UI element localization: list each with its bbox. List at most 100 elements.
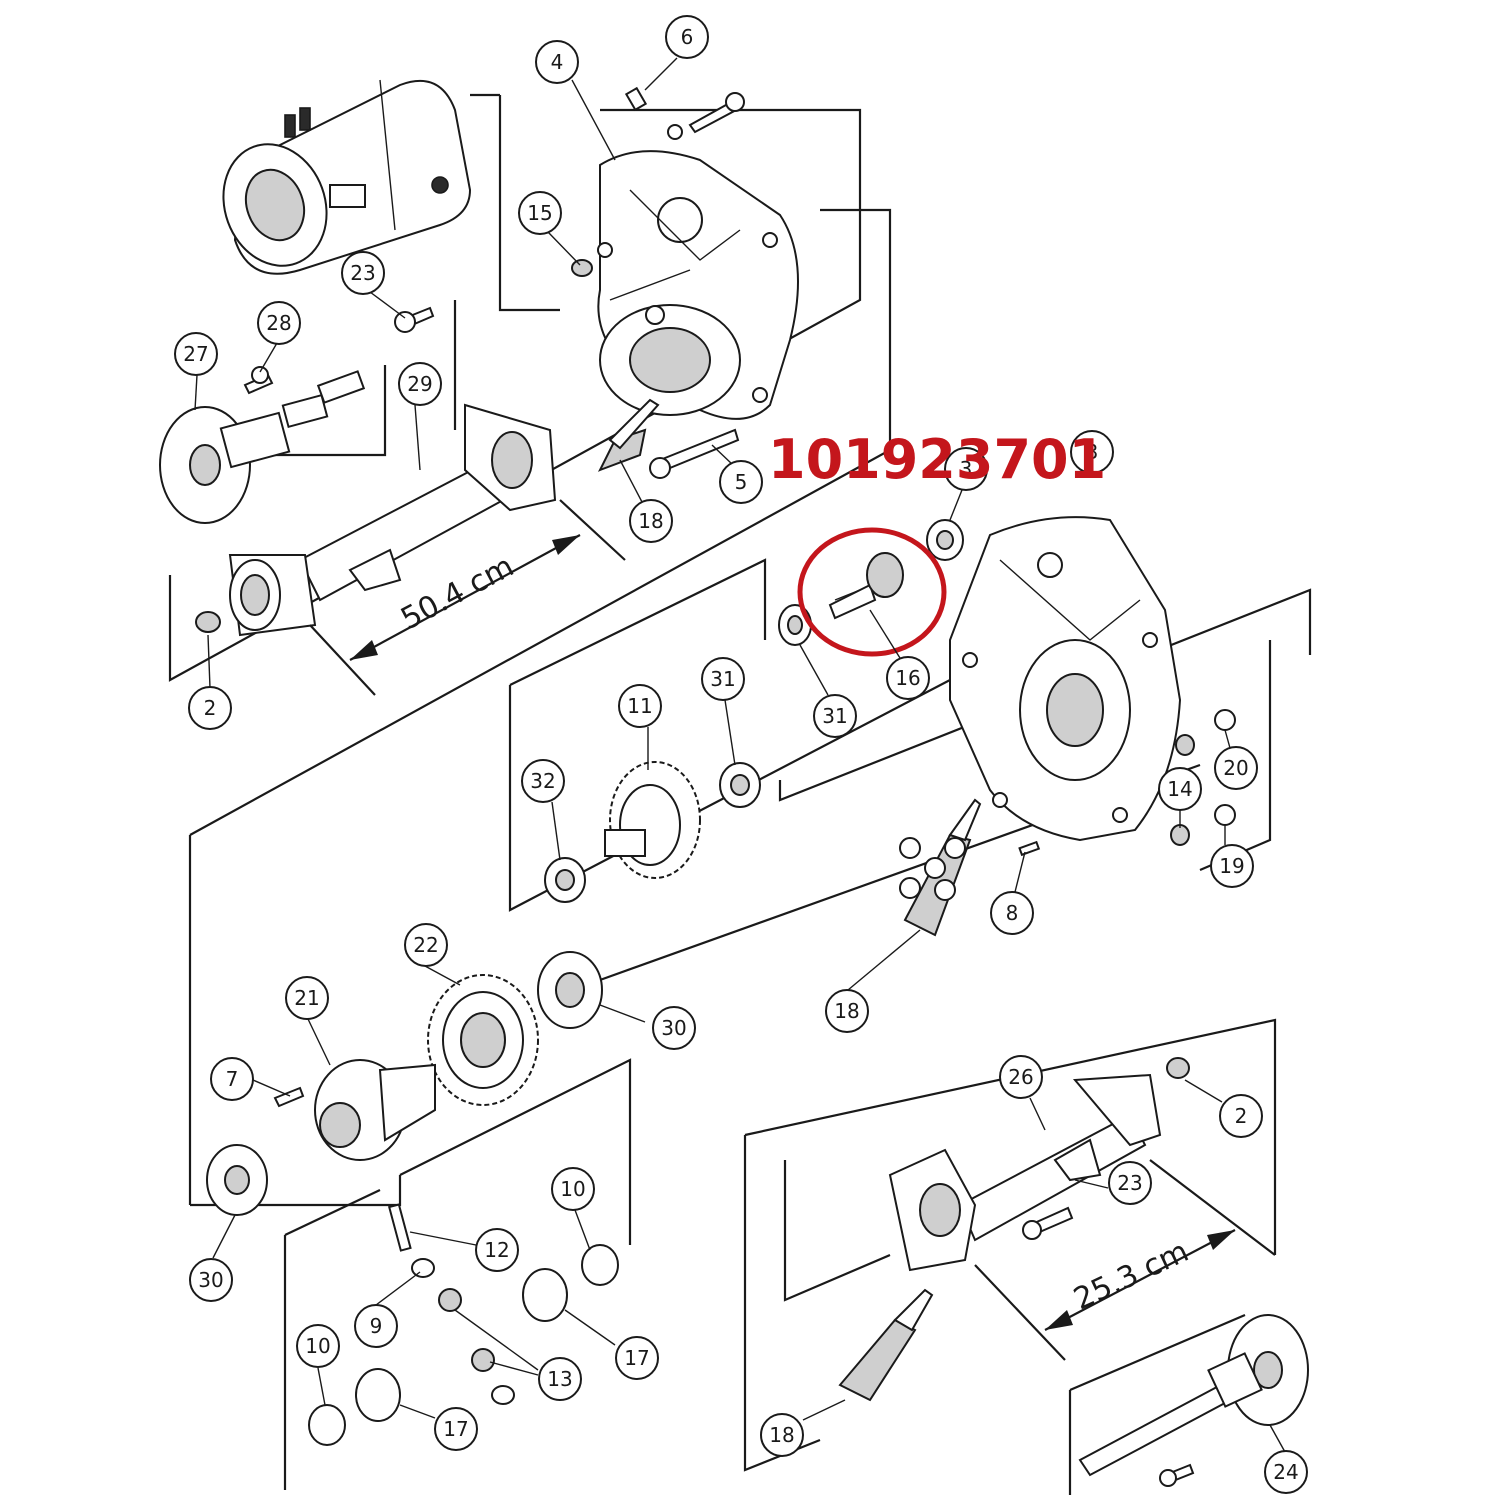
callout-5: 5 [719,460,763,504]
callout-12: 12 [475,1228,519,1272]
dimension-label-upper: 50.4 cm [395,549,519,637]
svg-text:6: 6 [681,25,694,49]
callout-18a: 18 [629,499,673,543]
svg-text:8: 8 [1006,901,1019,925]
svg-text:17: 17 [624,1346,649,1370]
svg-text:5: 5 [735,470,748,494]
sealant-tube-18b [899,798,982,937]
callout-8: 8 [990,891,1034,935]
callout-21: 21 [285,976,329,1020]
callout-32: 32 [521,759,565,803]
callout-17b: 17 [434,1407,478,1451]
spider-gears [308,1203,619,1446]
callout-7: 7 [210,1057,254,1101]
callout-19: 19 [1210,844,1254,888]
callout-15: 15 [518,191,562,235]
hub-27-shaft [159,366,366,524]
callout-18b: 18 [825,989,869,1033]
svg-text:19: 19 [1219,854,1244,878]
callout-24: 24 [1264,1450,1308,1494]
svg-text:22: 22 [413,933,438,957]
callout-22: 22 [404,923,448,967]
svg-text:14: 14 [1167,777,1192,801]
axle-tube-lower [888,1057,1190,1272]
svg-text:29: 29 [407,372,432,396]
callout-6: 6 [665,15,709,59]
svg-text:32: 32 [530,769,555,793]
dimension-label-lower: 25.3 cm [1069,1234,1194,1317]
callout-31a: 31 [813,694,857,738]
gear-11-assembly [544,761,761,903]
leader-lines [194,57,1286,1453]
callout-26: 26 [999,1055,1043,1099]
callout-4: 4 [535,40,579,84]
hub-24-shaft [1078,1314,1309,1487]
callout-2a: 2 [188,686,232,730]
callout-14: 14 [1158,767,1202,811]
svg-text:18: 18 [834,999,859,1023]
svg-text:26: 26 [1008,1065,1033,1089]
svg-text:20: 20 [1223,756,1248,780]
svg-text:2: 2 [204,696,217,720]
svg-text:18: 18 [638,509,663,533]
svg-text:12: 12 [484,1238,509,1262]
svg-text:17: 17 [443,1417,468,1441]
callout-17a: 17 [615,1336,659,1380]
electric-motor [222,79,472,275]
svg-text:27: 27 [183,342,208,366]
callout-3b: 3 [1070,430,1114,474]
callout-28: 28 [257,301,301,345]
svg-text:11: 11 [627,694,652,718]
svg-text:10: 10 [305,1334,330,1358]
svg-text:21: 21 [294,986,319,1010]
svg-text:16: 16 [895,666,920,690]
bolt-5-sealant-18 [597,398,740,479]
svg-text:3: 3 [1086,440,1099,464]
pinion-gear-16 [828,552,904,620]
svg-text:24: 24 [1273,1460,1298,1484]
sealant-tube-18c [838,1288,934,1402]
callout-2b: 2 [1219,1094,1263,1138]
callout-3: 3 [944,447,988,491]
svg-text:18: 18 [769,1423,794,1447]
small-fasteners-top [394,86,745,333]
svg-text:13: 13 [547,1367,572,1391]
svg-text:30: 30 [198,1268,223,1292]
highlight-circle [797,527,947,657]
svg-text:31: 31 [822,704,847,728]
callout-13: 13 [538,1357,582,1401]
svg-text:9: 9 [370,1314,383,1338]
callout-23a: 23 [341,251,385,295]
callout-10a: 10 [551,1167,595,1211]
svg-text:23: 23 [350,261,375,285]
svg-text:15: 15 [527,201,552,225]
svg-text:4: 4 [551,50,564,74]
callout-16: 16 [886,656,930,700]
fasteners-right [1018,709,1236,857]
svg-text:30: 30 [661,1016,686,1040]
svg-text:10: 10 [560,1177,585,1201]
callout-29: 29 [398,362,442,406]
callout-20: 20 [1214,746,1258,790]
gear-case-right [949,516,1182,842]
callout-9: 9 [354,1304,398,1348]
callout-23b: 23 [1108,1161,1152,1205]
svg-text:2: 2 [1235,1104,1248,1128]
callout-30a: 30 [652,1006,696,1050]
gear-housing-upper [597,150,799,420]
callout-18c: 18 [760,1413,804,1457]
callout-30b: 30 [189,1258,233,1302]
svg-text:31: 31 [710,667,735,691]
svg-text:3: 3 [960,457,973,481]
callout-10b: 10 [296,1324,340,1368]
callout-31b: 31 [701,657,745,701]
callout-11: 11 [618,684,662,728]
part-number-label: 101923701 [768,428,1106,491]
bracket-lines [168,93,1312,1495]
axle-tube-upper [195,403,557,637]
svg-text:28: 28 [266,311,291,335]
callout-27: 27 [174,332,218,376]
differential-assembly [206,951,603,1216]
